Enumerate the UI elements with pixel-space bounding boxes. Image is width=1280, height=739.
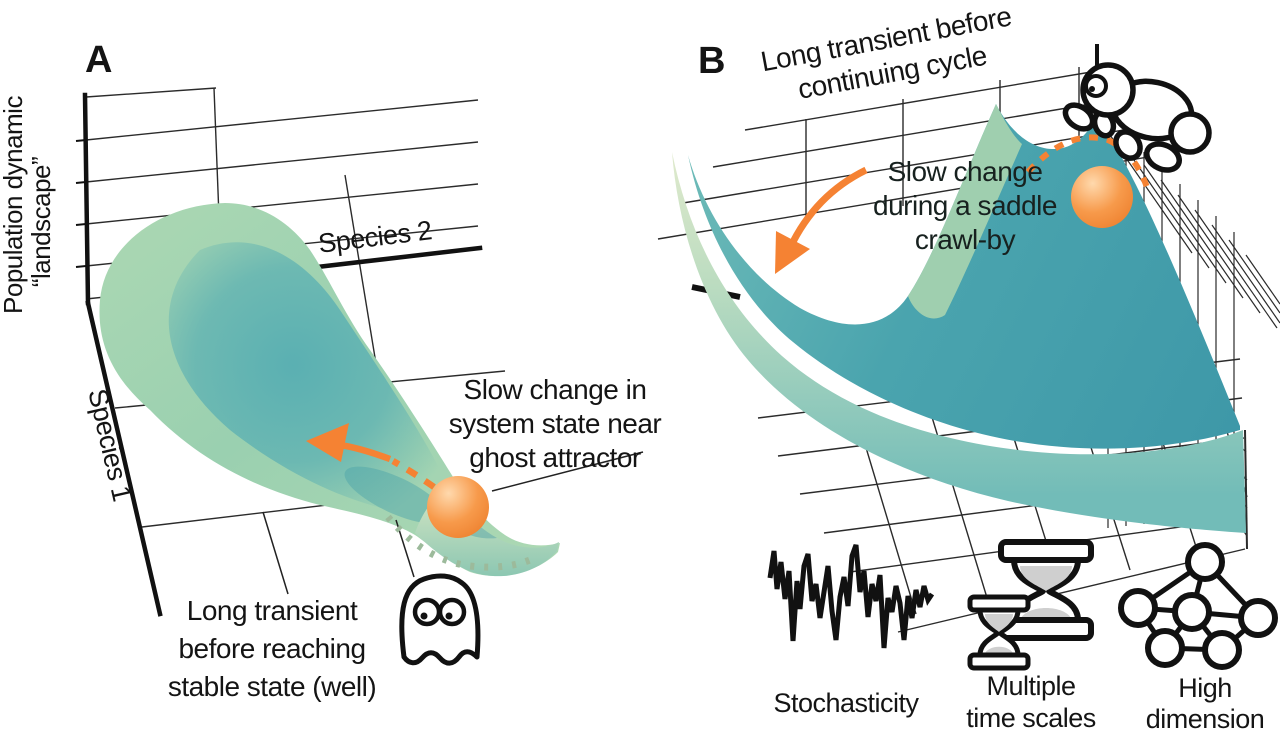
panel-a: A Population dynamic “landscape” Species…	[0, 39, 662, 702]
legend-item-stochasticity: Stochasticity	[767, 544, 935, 718]
annotation-line: Slow change in	[464, 374, 647, 405]
panel-b: Long transient before continuing cycle B…	[657, 0, 1280, 734]
panel-b-label: B	[698, 40, 725, 82]
caption-line: before reaching	[178, 633, 365, 664]
y-axis-label-line2: “landscape”	[26, 157, 56, 287]
panel-b-state-ball	[1071, 166, 1133, 228]
annotation-line: crawl-by	[915, 224, 1016, 255]
legend-item-time-scales: Multiple time scales	[966, 539, 1096, 733]
slow-change-arrow-a	[306, 423, 436, 490]
annotation-line: during a saddle	[873, 190, 1057, 221]
panel-b-title: Long transient before continuing cycle	[758, 0, 1014, 104]
crawler-icon	[1062, 62, 1212, 173]
legend-label: dimension	[1146, 704, 1265, 734]
caption-line: Long transient	[187, 595, 358, 626]
y-axis-label-line1: Population dynamic	[0, 96, 28, 314]
panel-a-state-ball	[427, 476, 489, 538]
annotation-line: system state near	[449, 408, 662, 439]
panel-a-bottom-caption: Long transient before reaching stable st…	[168, 595, 377, 702]
annotation-line: ghost attractor	[469, 442, 641, 473]
slow-change-arrow-b	[775, 166, 868, 274]
species1-axis-label: Species 1	[82, 386, 137, 504]
panel-a-label: A	[85, 39, 112, 81]
legend-label: time scales	[966, 703, 1096, 733]
legend-label: Stochasticity	[773, 688, 919, 718]
stochasticity-waveform-icon	[767, 544, 935, 649]
ghost-attractor-annotation: Slow change in system state near ghost a…	[449, 374, 662, 473]
ghost-icon	[399, 573, 481, 666]
species2-axis-label: Species 2	[317, 215, 434, 259]
network-icon	[1118, 542, 1278, 670]
hourglasses-icon	[967, 539, 1094, 671]
legend-label: High	[1178, 673, 1232, 703]
saddle-crawlby-annotation: Slow change during a saddle crawl-by	[873, 156, 1057, 255]
caption-line: stable state (well)	[168, 671, 376, 702]
cycle-dashed-path	[1025, 134, 1151, 191]
legend-item-high-dimension: High dimension	[1118, 542, 1278, 734]
species1-axis	[85, 300, 163, 617]
annotation-line: Slow change	[888, 156, 1043, 187]
legend-label: Multiple	[986, 671, 1075, 701]
population-landscape-axis	[82, 92, 91, 306]
